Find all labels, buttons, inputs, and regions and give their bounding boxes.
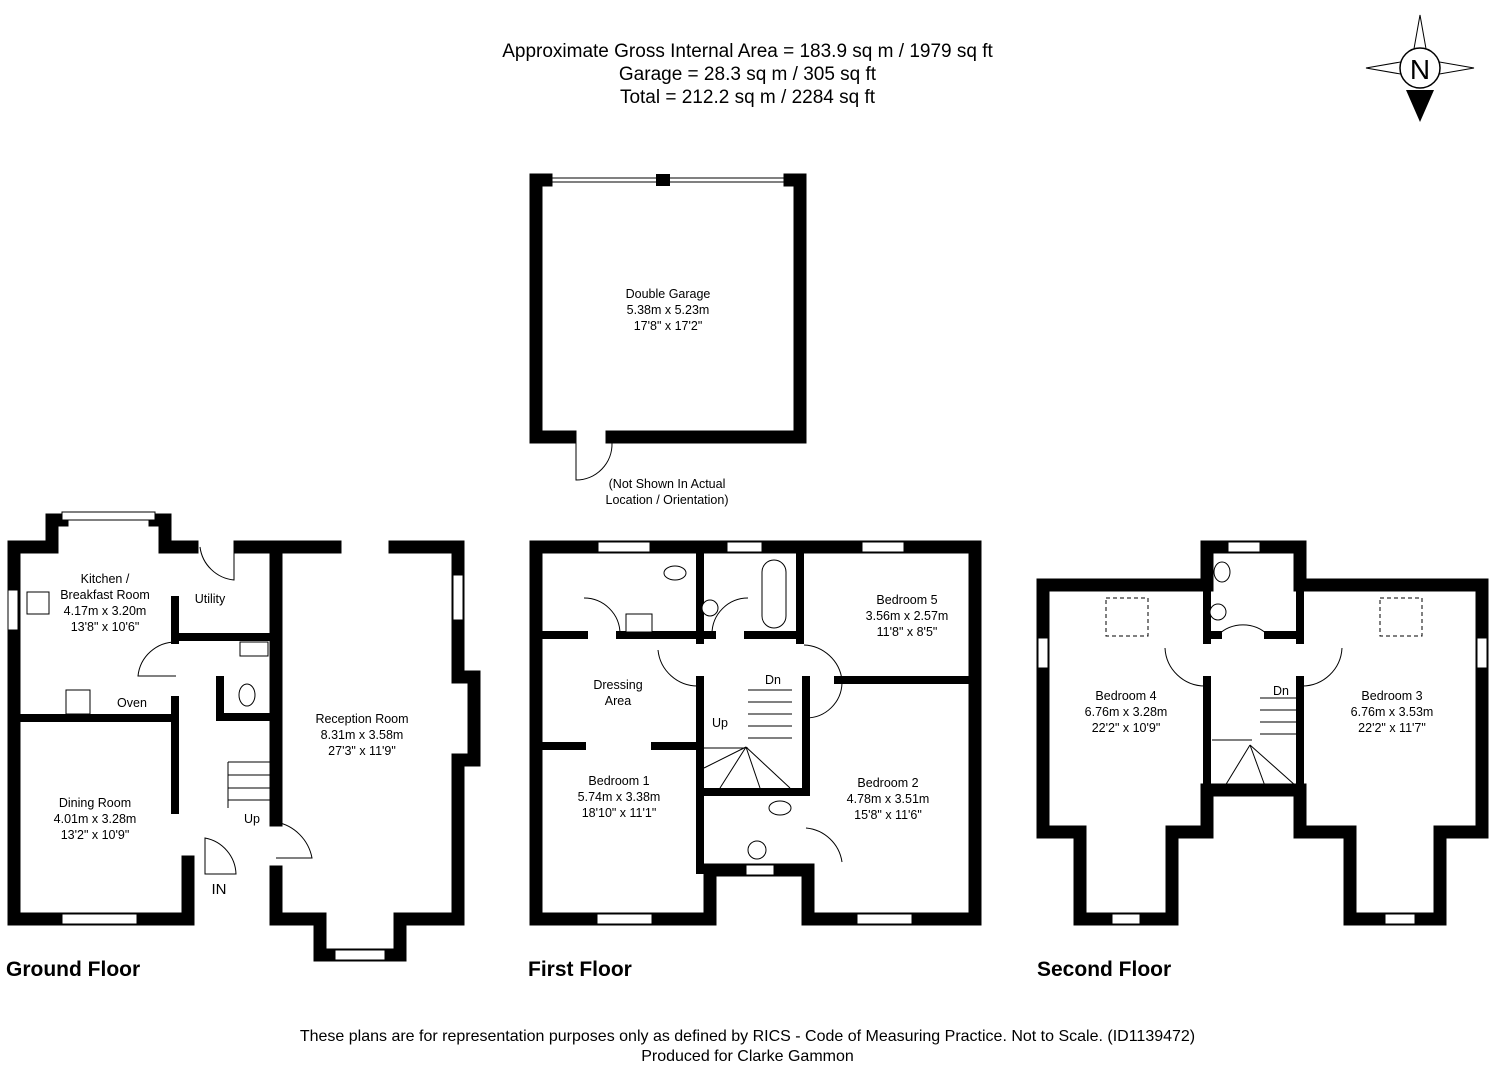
producer-text: Produced for Clarke Gammon bbox=[641, 1048, 854, 1065]
second-floor-walls bbox=[1036, 540, 1489, 926]
garage-note: (Not Shown In Actual Location / Orientat… bbox=[606, 476, 729, 508]
dining-label: Dining Room 4.01m x 3.28m 13'2" x 10'9" bbox=[54, 795, 137, 843]
bedroom2-label: Bedroom 2 4.78m x 3.51m 15'8" x 11'6" bbox=[847, 775, 930, 823]
utility-label: Utility bbox=[194, 592, 226, 606]
second-floor-title: Second Floor bbox=[1037, 958, 1172, 981]
bedroom5-label: Bedroom 5 3.56m x 2.57m 11'8" x 8'5" bbox=[866, 592, 949, 640]
room-metric: 4.01m x 3.28m bbox=[53, 812, 137, 826]
note-line: Location / Orientation) bbox=[605, 493, 729, 507]
first-floor-title: First Floor bbox=[528, 958, 632, 981]
garage-area: Garage = 28.3 sq m / 305 sq ft bbox=[618, 64, 877, 85]
room-name: Reception Room bbox=[315, 712, 409, 726]
note-line: (Not Shown In Actual bbox=[608, 477, 726, 491]
room-name: Double Garage bbox=[625, 287, 711, 301]
stairs-down-label: Dn bbox=[765, 673, 781, 687]
disclaimer: These plans are for representation purpo… bbox=[0, 1027, 1495, 1067]
compass-icon: N bbox=[1365, 14, 1475, 122]
area-summary: Approximate Gross Internal Area = 183.9 … bbox=[0, 40, 1495, 109]
room-metric: 4.17m x 3.20m bbox=[63, 604, 147, 618]
garage-walls bbox=[529, 173, 807, 481]
oven-label: Oven bbox=[117, 696, 147, 710]
entrance-label: IN bbox=[211, 881, 227, 898]
room-metric: 3.56m x 2.57m bbox=[865, 609, 949, 623]
room-imperial: 22'2" x 11'7" bbox=[1358, 721, 1426, 735]
room-metric: 4.78m x 3.51m bbox=[846, 792, 930, 806]
disclaimer-text: These plans are for representation purpo… bbox=[299, 1028, 1196, 1045]
room-metric: 6.76m x 3.28m bbox=[1084, 705, 1168, 719]
ground-floor-title: Ground Floor bbox=[6, 958, 141, 981]
room-imperial: 18'10" x 11'1" bbox=[581, 806, 657, 820]
ground-floor-walls bbox=[7, 511, 481, 962]
stairs-up-label: Up bbox=[244, 812, 260, 826]
room-name: Bedroom 3 bbox=[1361, 689, 1423, 703]
room-name: Bedroom 2 bbox=[857, 776, 919, 790]
room-name: Bedroom 1 bbox=[588, 774, 650, 788]
first-floor-walls bbox=[529, 540, 982, 926]
room-name: Breakfast Room bbox=[60, 588, 150, 602]
room-imperial: 13'8" x 10'6" bbox=[70, 620, 140, 634]
dressing-area-label: Dressing Area bbox=[593, 677, 642, 709]
room-name: Bedroom 5 bbox=[876, 593, 938, 607]
room-name: Bedroom 4 bbox=[1095, 689, 1157, 703]
room-metric: 6.76m x 3.53m bbox=[1350, 705, 1434, 719]
bedroom3-label: Bedroom 3 6.76m x 3.53m 22'2" x 11'7" bbox=[1351, 688, 1434, 736]
room-imperial: 15'8" x 11'6" bbox=[854, 808, 922, 822]
room-imperial: 22'2" x 10'9" bbox=[1091, 721, 1161, 735]
room-imperial: 11'8" x 8'5" bbox=[876, 625, 938, 639]
room-metric: 8.31m x 3.58m bbox=[320, 728, 404, 742]
kitchen-label: Kitchen / Breakfast Room 4.17m x 3.20m 1… bbox=[60, 571, 150, 635]
room-metric: 5.38m x 5.23m bbox=[626, 303, 710, 317]
stairs-up-label: Up bbox=[712, 716, 728, 730]
garage-label: Double Garage 5.38m x 5.23m 17'8" x 17'2… bbox=[626, 286, 711, 334]
room-imperial: 27'3" x 11'9" bbox=[328, 744, 396, 758]
bedroom4-label: Bedroom 4 6.76m x 3.28m 22'2" x 10'9" bbox=[1085, 688, 1168, 736]
reception-label: Reception Room 8.31m x 3.58m 27'3" x 11'… bbox=[315, 711, 408, 759]
total-area: Total = 212.2 sq m / 2284 sq ft bbox=[619, 87, 876, 108]
gross-area: Approximate Gross Internal Area = 183.9 … bbox=[502, 41, 993, 62]
svg-text:N: N bbox=[1410, 54, 1430, 85]
room-metric: 5.74m x 3.38m bbox=[577, 790, 661, 804]
room-name: Area bbox=[604, 694, 632, 708]
room-imperial: 17'8" x 17'2" bbox=[633, 319, 703, 333]
room-imperial: 13'2" x 10'9" bbox=[60, 828, 130, 842]
room-name: Dining Room bbox=[58, 796, 132, 810]
stairs-down-label: Dn bbox=[1273, 684, 1289, 698]
room-name: Kitchen / bbox=[80, 572, 130, 586]
bedroom1-label: Bedroom 1 5.74m x 3.38m 18'10" x 11'1" bbox=[578, 773, 661, 821]
room-name: Dressing bbox=[593, 678, 643, 692]
